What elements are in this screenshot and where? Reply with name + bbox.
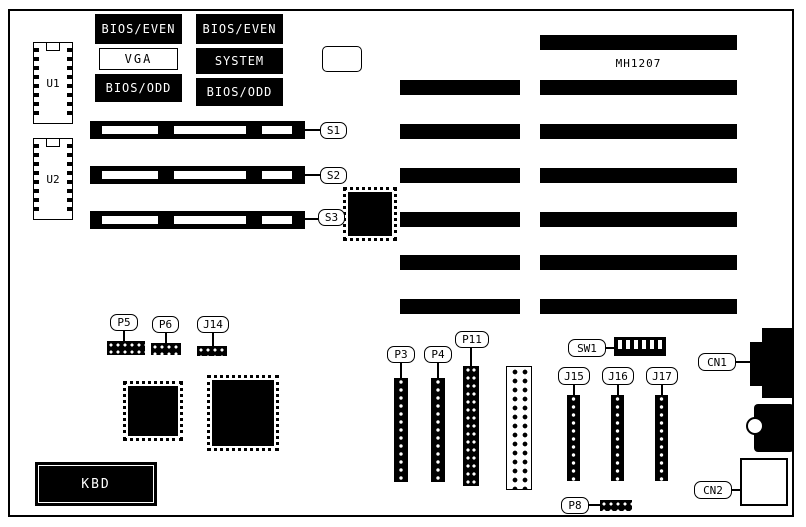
rom-bios-odd-right: BIOS/ODD (196, 78, 283, 106)
board-model-label: MH1207 (615, 57, 662, 70)
label-p6: P6 (152, 316, 179, 333)
header-p4 (431, 378, 445, 482)
label-p4: P4 (424, 346, 452, 363)
connector-j14 (197, 346, 227, 356)
board-outline (8, 9, 794, 517)
slot-segment (102, 126, 158, 134)
kbd-chip: KBD (35, 462, 157, 506)
dip-switch-sw1 (614, 337, 666, 356)
label-p5: P5 (110, 314, 138, 331)
slot-s1 (90, 121, 305, 139)
leader-line (305, 218, 318, 220)
connector-p8 (600, 500, 632, 511)
label-s2: S2 (320, 167, 347, 184)
dip-chip-u2: U2 (33, 138, 73, 220)
leader-line (736, 361, 750, 363)
memory-slot (400, 80, 520, 95)
memory-slot (540, 212, 737, 227)
slot-s3 (90, 211, 305, 229)
memory-slot (540, 124, 737, 139)
label-s3: S3 (318, 209, 345, 226)
header-p3 (394, 378, 408, 482)
port-din-socket (746, 417, 764, 435)
label-p8: P8 (561, 497, 589, 514)
pin-header-block (506, 366, 532, 490)
memory-slot (400, 299, 520, 314)
memory-slot (400, 124, 520, 139)
rom-system: SYSTEM (196, 48, 283, 74)
label-cn1: CN1 (698, 353, 736, 371)
rom-bios-odd-left: BIOS/ODD (95, 74, 182, 102)
label-p11: P11 (455, 331, 489, 348)
memory-slot (400, 255, 520, 270)
qfp-chip-small (343, 187, 397, 241)
memory-slot (400, 168, 520, 183)
label-cn2: CN2 (694, 481, 732, 499)
leader-line (470, 348, 472, 366)
slot-segment (262, 171, 292, 179)
rom-bios-even-left: BIOS/EVEN (95, 14, 182, 44)
qfp-chip-large (207, 375, 279, 451)
leader-line (305, 129, 320, 131)
slot-s2 (90, 166, 305, 184)
port-cn1 (762, 328, 794, 398)
leader-line (305, 174, 320, 176)
leader-line (606, 347, 614, 349)
chip-notch (46, 139, 60, 147)
header-j15 (567, 395, 580, 481)
memory-slot (400, 212, 520, 227)
oscillator (322, 46, 362, 72)
slot-segment (262, 126, 292, 134)
rom-vga: VGA (99, 48, 178, 70)
chip-notch (46, 43, 60, 51)
header-j17 (655, 395, 668, 481)
slot-segment (174, 216, 246, 224)
leader-line (589, 504, 600, 506)
leader-line (400, 363, 402, 378)
header-j16 (611, 395, 624, 481)
leader-line (165, 333, 167, 343)
memory-slot (540, 299, 737, 314)
slot-segment (102, 216, 158, 224)
memory-slot (540, 255, 737, 270)
connector-p5 (107, 341, 145, 355)
leader-line (437, 363, 439, 378)
leader-line (573, 385, 575, 395)
leader-line (732, 489, 740, 491)
slot-segment (102, 171, 158, 179)
chip-label-u1: U1 (46, 76, 60, 90)
rom-bios-even-right: BIOS/EVEN (196, 14, 283, 44)
label-j15: J15 (558, 367, 590, 385)
label-s1: S1 (320, 122, 347, 139)
port-cn1-tab (750, 342, 764, 386)
qfp-chip-medium (123, 381, 183, 441)
slot-segment (174, 126, 246, 134)
slot-segment (262, 216, 292, 224)
leader-line (661, 385, 663, 395)
header-p11 (463, 366, 479, 486)
leader-line (123, 331, 125, 341)
dip-chip-u1: U1 (33, 42, 73, 124)
label-p3: P3 (387, 346, 415, 363)
leader-line (212, 333, 214, 346)
label-sw1: SW1 (568, 339, 606, 357)
connector-p6 (151, 343, 181, 355)
memory-slot (540, 35, 737, 50)
port-cn2 (740, 458, 788, 506)
chip-label-u2: U2 (46, 172, 60, 186)
label-j14: J14 (197, 316, 229, 333)
memory-slot (540, 168, 737, 183)
slot-segment (174, 171, 246, 179)
label-j17: J17 (646, 367, 678, 385)
label-j16: J16 (602, 367, 634, 385)
memory-slot (540, 80, 737, 95)
leader-line (617, 385, 619, 395)
